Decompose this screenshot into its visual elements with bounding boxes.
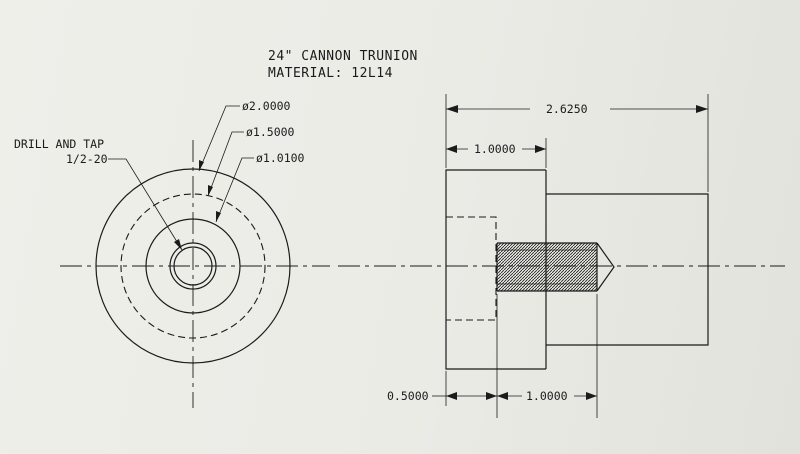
arrow-1010 xyxy=(216,211,221,222)
diameter-label-1010: ø1.0100 xyxy=(256,151,305,165)
drill-note-line-2: 1/2-20 xyxy=(66,152,108,166)
tap-hole-inner xyxy=(173,246,213,286)
dim-offset: 0.5000 xyxy=(387,389,429,403)
middle-circle xyxy=(145,218,241,314)
head-outline xyxy=(445,169,546,370)
hidden-bore xyxy=(446,216,497,321)
dim-overall-length: 2.6250 xyxy=(546,102,588,116)
title-line-1: 24" CANNON TRUNION xyxy=(268,49,418,64)
dim-head-arrow-left xyxy=(446,145,457,153)
arrow-2000 xyxy=(199,160,204,171)
diameter-label-2000: ø2.0000 xyxy=(242,99,291,113)
front-view: DRILL AND TAP 1/2-20 ø2.0000 ø1.5000 ø1.… xyxy=(14,99,330,408)
dim-thread-length: 1.0000 xyxy=(526,389,568,403)
drill-leader-arrow xyxy=(174,239,182,250)
dim-offset-arrow-right xyxy=(486,392,497,400)
drill-note-line-1: DRILL AND TAP xyxy=(14,137,104,151)
drill-leader xyxy=(108,158,183,251)
side-view: 2.6250 1.0000 0.5000 1.0000 xyxy=(338,94,785,418)
leader-2000 xyxy=(198,105,240,172)
dim-head-length: 1.0000 xyxy=(474,142,516,156)
outer-circle xyxy=(95,168,291,364)
arrow-1500 xyxy=(208,185,213,196)
leader-1500 xyxy=(207,131,244,197)
drill-point xyxy=(596,242,615,292)
diameter-label-1500: ø1.5000 xyxy=(246,125,295,139)
dim-offset-arrow-left xyxy=(446,392,457,400)
dim-head-arrow-right xyxy=(535,145,546,153)
dim-overall-arrow-left xyxy=(446,105,458,113)
leader-1010 xyxy=(215,157,254,223)
hidden-circle xyxy=(120,193,266,339)
dim-overall-arrow-right xyxy=(696,105,708,113)
dim-thread-arrow-right xyxy=(586,392,597,400)
shank-outline xyxy=(546,193,709,346)
dim-thread-arrow-left xyxy=(497,392,508,400)
tap-hole-outer xyxy=(169,242,217,290)
thread-hatch xyxy=(497,243,597,291)
title-line-2: MATERIAL: 12L14 xyxy=(268,66,393,81)
